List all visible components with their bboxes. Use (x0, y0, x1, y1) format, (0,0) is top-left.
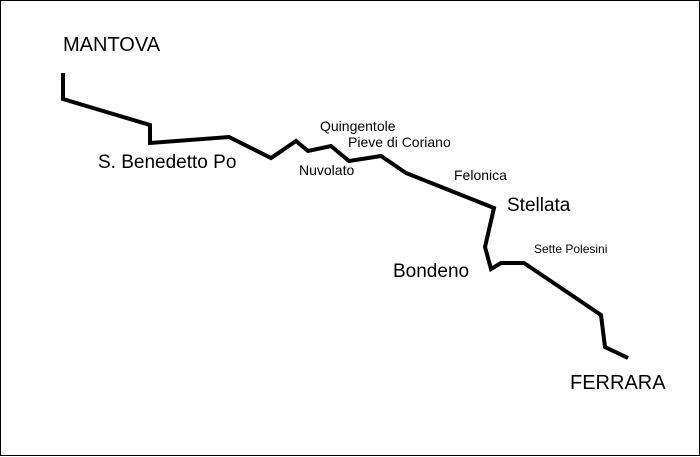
place-label-nuvolato: Nuvolato (299, 162, 355, 178)
place-label-bondeno: Bondeno (393, 261, 470, 282)
place-label-s-benedetto-po: S. Benedetto Po (98, 152, 237, 173)
place-label-pieve-di-coriano: Pieve di Coriano (348, 134, 451, 150)
place-label-felonica: Felonica (454, 167, 507, 183)
place-label-stellata: Stellata (507, 195, 571, 216)
place-label-quingentole: Quingentole (320, 118, 396, 134)
place-label-ferrara: FERRARA (570, 372, 666, 394)
place-label-mantova: MANTOVA (63, 34, 161, 56)
route-line-mantova-ferrara (61, 73, 629, 360)
place-label-sette-polesini: Sette Polesini (534, 242, 608, 256)
